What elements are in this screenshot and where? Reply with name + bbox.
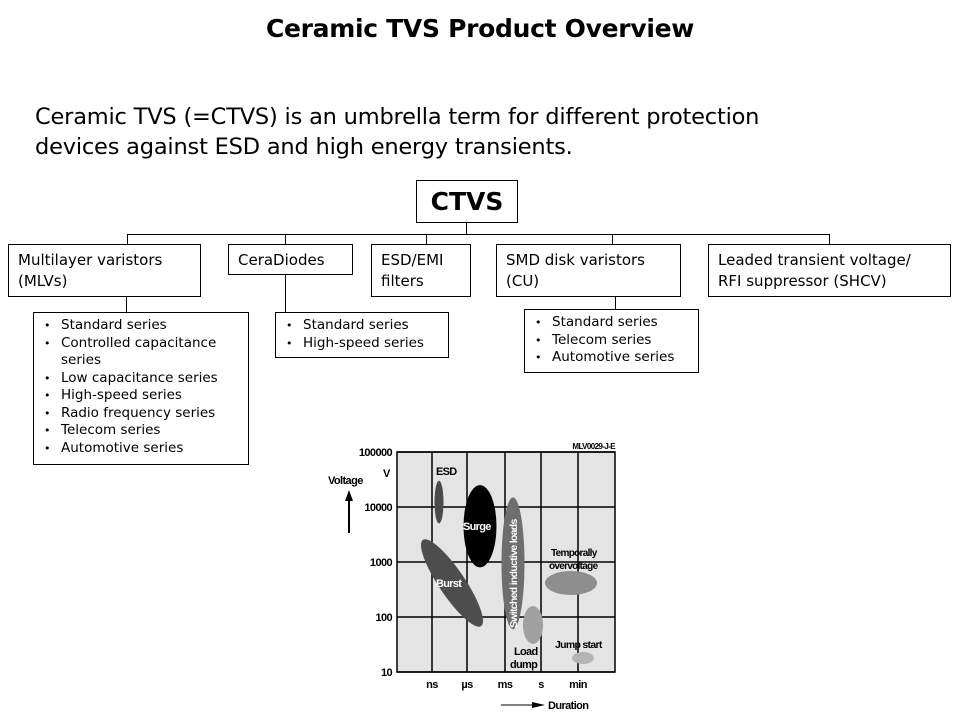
x-tick-label: s [538,679,544,691]
x-tick-label: ms [498,679,513,691]
mlv-series-connector [126,296,127,313]
burst-region [420,539,484,627]
y-axis-label: Voltage [328,475,363,487]
region-label: dump [510,659,538,671]
category-smd-disk-varistors: SMD disk varistors (CU) [496,244,681,297]
category-label: Multilayer varistors [18,251,163,269]
series-item: Radio frequency series [42,405,240,423]
x-axis-arrow-icon [501,702,545,708]
series-item: Low capacitance series [42,370,240,388]
region-label: overvoltage [549,561,599,572]
branch-drop-smd [612,234,613,244]
category-label: CeraDiodes [238,251,325,269]
category-sublabel: filters [381,272,424,290]
series-item: High-speed series [42,387,240,405]
category-label: SMD disk varistors [506,251,645,269]
ceradiodes-series-list: Standard series High-speed series [275,312,449,358]
x-tick-label: min [569,679,588,691]
temporally-overvoltage-region [545,571,597,595]
jump-start-region [572,652,594,664]
y-axis-unit: V [383,468,391,480]
y-axis-arrow-icon [345,490,353,533]
branch-drop-ceradiodes [285,234,286,244]
surge-region [463,485,497,568]
series-item: Telecom series [42,422,240,440]
category-esd-emi-filters: ESD/EMI filters [371,244,471,297]
smd-series-list: Standard series Telecom series Automotiv… [524,309,699,373]
series-item: Automotive series [533,349,690,367]
region-label: Surge [463,521,491,533]
slide-title: Ceramic TVS Product Overview [265,14,695,43]
category-ceradiodes: CeraDiodes [228,244,353,275]
region-label: Burst [436,578,462,590]
region-label: Temporally [551,548,598,559]
esd-region [434,480,444,524]
y-tick-labels: 100000 10000 1000 100 10 [359,447,393,679]
series-item: Controlled capacitance series [42,335,240,370]
category-sublabel: (MLVs) [18,272,68,290]
series-list: Standard series Controlled capacitance s… [42,317,240,457]
series-list: Standard series Telecom series Automotiv… [533,314,690,367]
x-tick-labels: ns µs ms s min [426,679,588,691]
x-tick-label: ns [426,679,438,691]
region-label: Jump start [555,639,603,651]
series-item: High-speed series [284,335,440,353]
ceradiodes-series-connector [285,274,286,313]
region-label: Load [514,646,537,658]
category-sublabel: RFI suppressor (SHCV) [718,272,887,290]
load-dump-region [523,606,543,644]
y-tick-label: 10 [381,667,393,679]
intro-line-2: devices against ESD and high energy tran… [35,134,573,160]
category-label: Leaded transient voltage/ [718,251,911,269]
series-item: Automotive series [42,440,240,458]
switched-inductive-loads-region [501,497,525,630]
y-tick-label: 100 [375,612,392,624]
region-label: ESD [436,466,457,478]
branch-drop-mlv [127,234,128,244]
ctvs-root-node: CTVS [416,180,518,223]
intro-text: Ceramic TVS (=CTVS) is an umbrella term … [35,102,915,162]
code-label: MLV0029-J-E [572,442,616,451]
series-item: Standard series [533,314,690,332]
series-item: Standard series [42,317,240,335]
category-sublabel: (CU) [506,272,540,290]
series-list: Standard series High-speed series [284,317,440,352]
x-tick-label: µs [461,679,473,691]
category-label: ESD/EMI [381,251,444,269]
x-axis-label: Duration [548,700,589,712]
smd-series-connector [615,296,616,310]
branch-drop-esd-emi [426,234,427,244]
mlv-series-list: Standard series Controlled capacitance s… [33,312,249,465]
intro-line-1: Ceramic TVS (=CTVS) is an umbrella term … [35,104,760,130]
branch-bus [127,234,830,235]
series-item: Telecom series [533,332,690,350]
category-mlv: Multilayer varistors (MLVs) [8,244,201,297]
y-tick-label: 10000 [364,502,392,514]
series-item: Standard series [284,317,440,335]
y-tick-label: 100000 [359,447,393,459]
root-connector [466,222,467,235]
region-label: Switched inductive loads [508,518,520,628]
y-tick-label: 1000 [370,557,393,569]
category-leaded-shcv: Leaded transient voltage/ RFI suppressor… [708,244,951,297]
branch-drop-shcv [829,234,830,244]
